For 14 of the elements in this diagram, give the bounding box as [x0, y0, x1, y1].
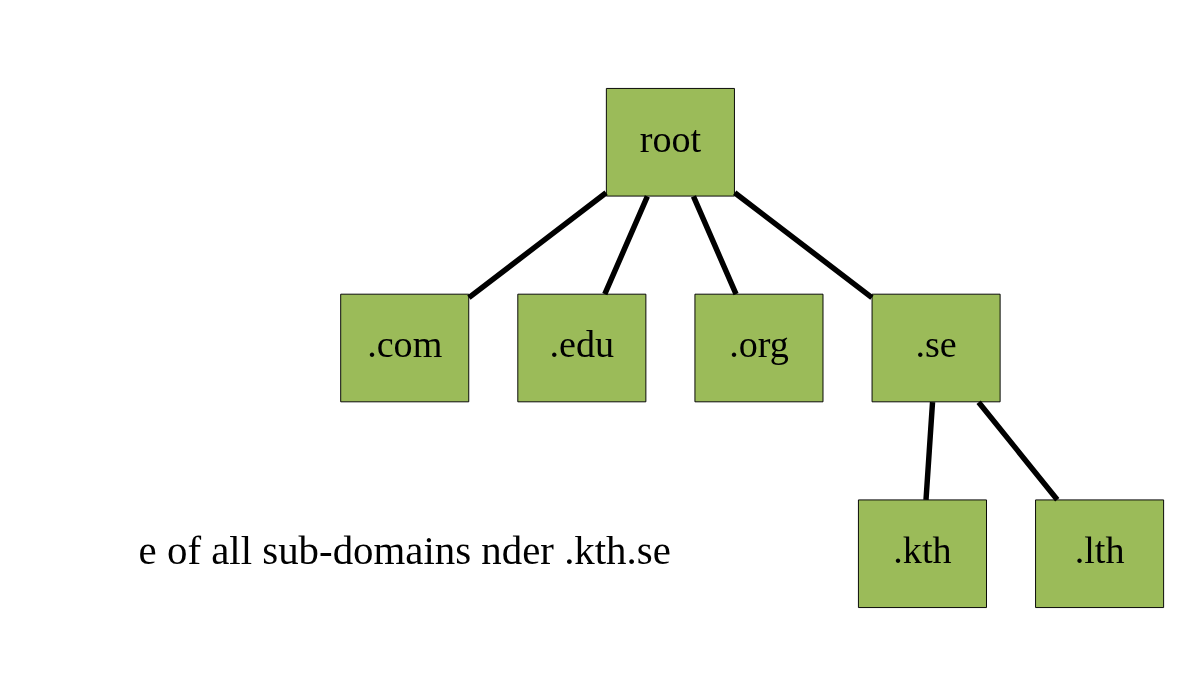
node-box: .com	[340, 293, 470, 403]
connector	[733, 190, 874, 300]
node-box: .lth	[1035, 499, 1165, 609]
connector	[923, 402, 936, 500]
node-box: .edu	[517, 293, 647, 403]
node-box: .kth	[857, 499, 987, 609]
connector	[602, 195, 650, 296]
node-box: root	[605, 87, 735, 197]
node-box: .org	[694, 293, 824, 403]
label: e of all sub-domains nder .kth.se	[138, 527, 671, 573]
connector	[467, 190, 608, 300]
connector	[690, 195, 739, 296]
node-box: .se	[871, 293, 1001, 403]
connector	[976, 400, 1060, 502]
